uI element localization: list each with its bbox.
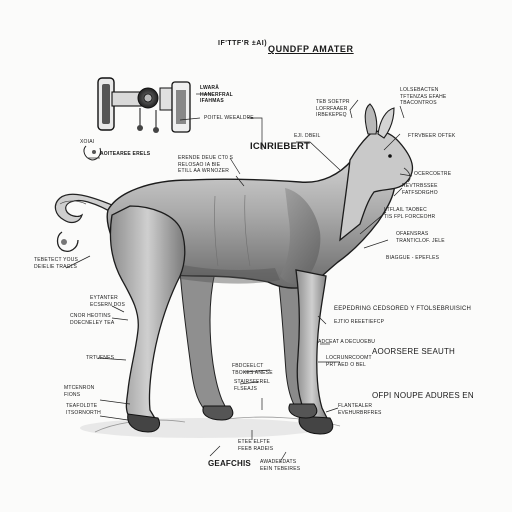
label-neck-right: OCERCOETRE — [414, 171, 452, 177]
near-hind-leg — [109, 205, 186, 427]
near-foreleg — [295, 269, 329, 424]
rib-lines — [214, 194, 251, 267]
ear-front — [377, 107, 395, 139]
label-mid-right-2: EJTIO REEETIEFCP — [334, 319, 385, 325]
label-mid-right: EEPEDRING CEDSORED Y FTOLSEBRUISICH — [334, 306, 472, 312]
belly-shading — [170, 262, 280, 284]
muzzle — [403, 167, 411, 183]
label-chest-right-3: BIAGGUE - EPEFLES — [386, 255, 440, 261]
label-right-big-1: AOORSERE SEAUTH — [372, 347, 456, 356]
header-title-left: IF'TTF'R ±AI) — [218, 40, 268, 47]
shoulder-shading — [280, 188, 321, 284]
label-upper-center-2: ICNRIEBERT — [250, 141, 311, 152]
header-title-right: QUNDFP AMATER — [268, 44, 354, 54]
label-upper-center-1: EJI. DBEIL — [294, 133, 321, 139]
label-leg-left-3: TRTUFNES — [86, 355, 115, 361]
label-bottom-2: GEAFCHIS — [208, 459, 251, 468]
small-part-left — [83, 145, 101, 161]
far-fore-hoof — [288, 403, 318, 419]
leader-lines — [65, 93, 413, 463]
far-hind-hoof — [202, 405, 234, 421]
near-hind-hoof — [127, 413, 161, 433]
label-head-right: FTRVBEER OFTEK — [408, 133, 456, 139]
ear-back — [364, 103, 378, 135]
label-right-big-2: OFPI NOUPE ADURES EN — [372, 391, 474, 400]
near-fore-hoof — [298, 415, 334, 435]
label-pite: POITEL WEEALDPE — [204, 115, 254, 121]
label-left-side-1: XOIAI — [80, 139, 95, 145]
label-left-side-2: AOITEAREE ERELS — [100, 151, 151, 157]
coil-part-illustration — [56, 231, 79, 252]
eye — [388, 154, 392, 158]
tail — [54, 193, 115, 224]
mechanical-device-illustration — [97, 77, 191, 133]
label-foreleg-right: ADCEAT A DECUOEBU — [318, 339, 376, 345]
far-hind-leg — [179, 269, 229, 417]
